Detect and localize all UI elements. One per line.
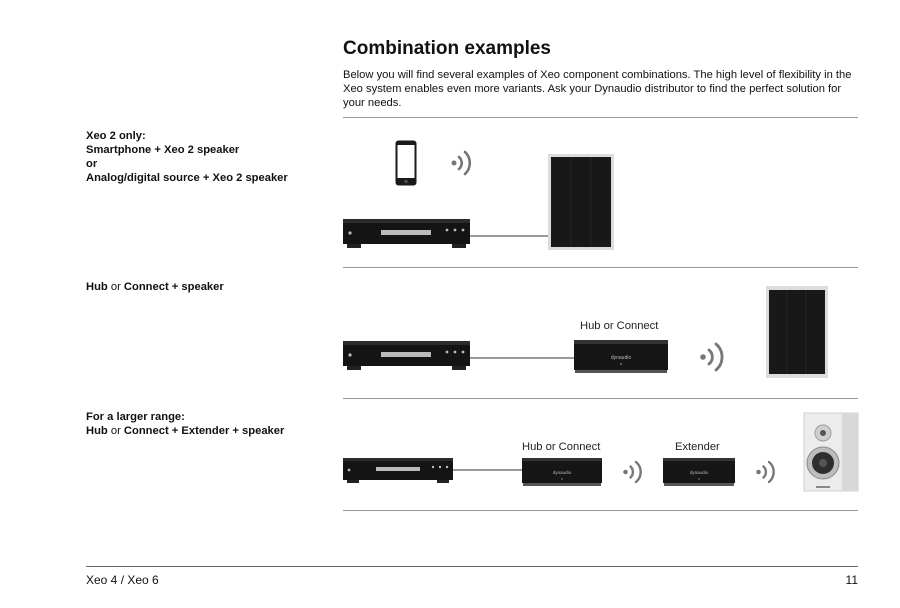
- wireless-signal-icon: [623, 460, 642, 484]
- brand-logo: dynaudio: [553, 470, 572, 475]
- label-line: or: [86, 157, 288, 171]
- intro-paragraph: Below you will find several examples of …: [343, 69, 852, 109]
- section-divider: [343, 510, 858, 511]
- bookshelf-speaker: [803, 412, 859, 492]
- label-text: or: [107, 281, 124, 293]
- audio-source-device: [343, 341, 470, 370]
- brand-logo: dynaudio: [690, 470, 709, 475]
- label-line: Analog/digital source + Xeo 2 speaker: [86, 171, 288, 185]
- page-title: Combination examples: [343, 38, 551, 59]
- section-divider: [343, 398, 858, 399]
- audio-source-device: [343, 219, 470, 248]
- label-text: Connect + speaker: [123, 281, 224, 293]
- section-divider: [343, 267, 858, 268]
- xeo-speaker: [548, 154, 614, 250]
- footer-model: Xeo 4 / Xeo 6: [86, 573, 159, 587]
- device-label: Hub or Connect: [522, 441, 601, 453]
- label-text: Analog/digital source + Xeo 2 speaker: [86, 172, 288, 184]
- label-text: For a larger range:: [86, 411, 185, 423]
- wireless-signal-icon: [756, 460, 775, 484]
- cable: [453, 469, 523, 471]
- label-text: or: [86, 158, 98, 170]
- label-line: For a larger range:: [86, 410, 284, 424]
- device-label: Extender: [675, 441, 720, 453]
- label-text: Xeo 2 only:: [86, 130, 146, 142]
- wireless-signal-icon: [451, 150, 472, 176]
- label-text: Connect + Extender + speaker: [123, 425, 285, 437]
- hub-device: dynaudio: [522, 458, 602, 486]
- smartphone-icon: [395, 140, 417, 186]
- brand-logo: dynaudio: [611, 355, 632, 361]
- label-line: Smartphone + Xeo 2 speaker: [86, 143, 288, 157]
- xeo-speaker: [766, 286, 828, 378]
- label-text: or: [107, 425, 124, 437]
- cable: [470, 357, 575, 359]
- wireless-signal-icon: [700, 342, 724, 372]
- label-text: Smartphone + Xeo 2 speaker: [86, 144, 240, 156]
- example-3-label: For a larger range:Hub or Connect + Exte…: [86, 410, 284, 438]
- audio-source-device: [343, 458, 453, 483]
- label-text: Hub: [86, 425, 108, 437]
- cable: [470, 235, 550, 237]
- label-text: Hub: [86, 281, 108, 293]
- label-line: Hub or Connect + speaker: [86, 280, 224, 294]
- footer-divider: [86, 566, 858, 567]
- section-divider: [343, 117, 858, 118]
- page-number: 11: [845, 573, 858, 587]
- device-label: Hub or Connect: [580, 320, 659, 332]
- label-line: Hub or Connect + Extender + speaker: [86, 424, 284, 438]
- label-line: Xeo 2 only:: [86, 129, 288, 143]
- example-2-label: Hub or Connect + speaker: [86, 280, 224, 294]
- hub-device: dynaudio: [574, 340, 668, 373]
- extender-device: dynaudio: [663, 458, 735, 486]
